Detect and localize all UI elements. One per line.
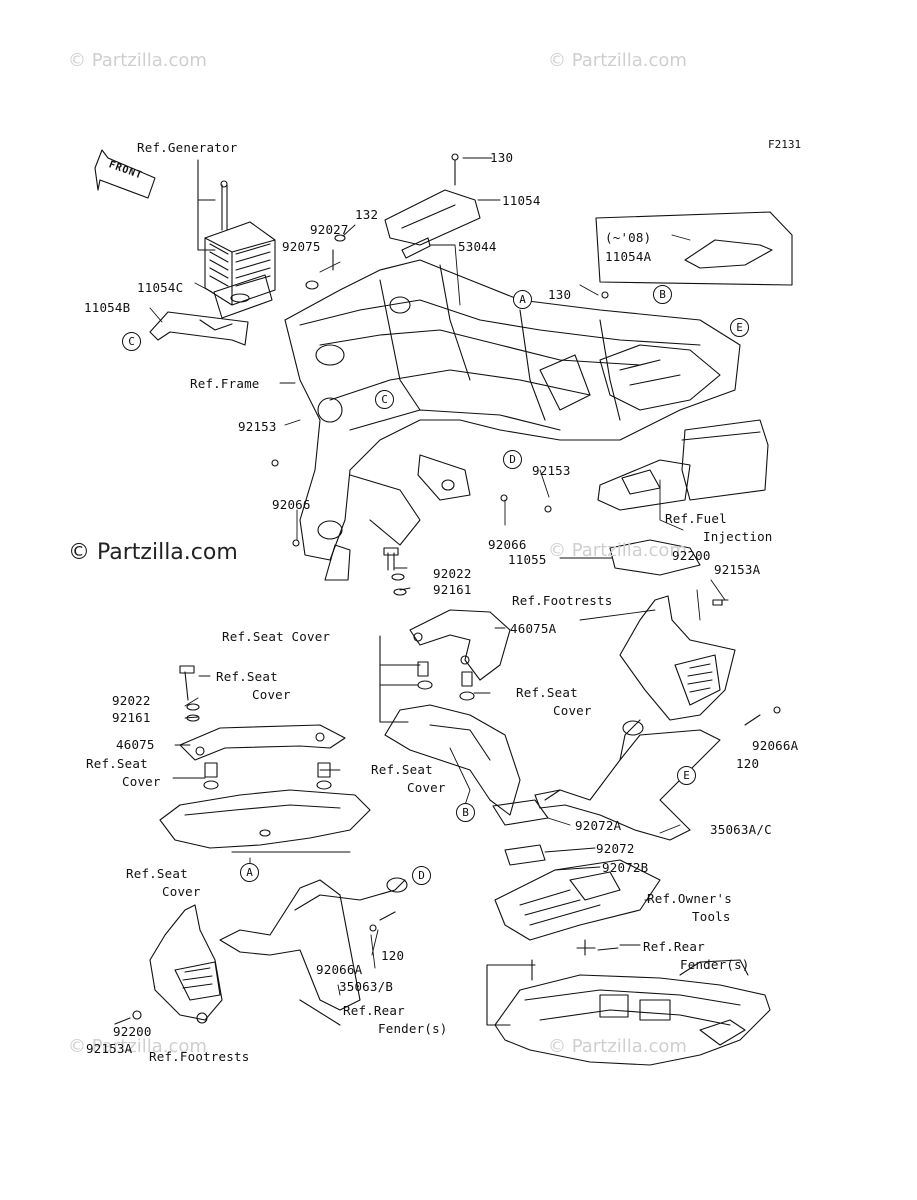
label-120-left: 120 bbox=[381, 948, 405, 963]
label-92022-left: 92022 bbox=[112, 693, 151, 708]
regulator-part bbox=[204, 180, 276, 319]
label-11054: 11054 bbox=[502, 193, 541, 208]
label-92072b: 92072B bbox=[602, 860, 649, 875]
label-92153a-bottom: 92153A bbox=[86, 1041, 133, 1056]
watermark-top-left: © Partzilla.com bbox=[68, 50, 207, 71]
label-ref-rear-fender-1a: Ref.Rear bbox=[343, 1003, 405, 1018]
label-ref-rear-fender-2a: Ref.Rear bbox=[643, 939, 705, 954]
label-92066-mid: 92066 bbox=[488, 537, 527, 552]
label-53044: 53044 bbox=[458, 239, 497, 254]
bracket-11054 bbox=[384, 153, 481, 259]
label-46075a: 46075A bbox=[510, 621, 557, 636]
ref-circle-c-mid: C bbox=[375, 390, 394, 409]
label-92153a-top: 92153A bbox=[714, 562, 761, 577]
bracket-11054b bbox=[149, 311, 249, 346]
label-120-right: 120 bbox=[736, 756, 760, 771]
spacers bbox=[383, 547, 475, 701]
label-ref-seat-cover-6a: Ref.Seat bbox=[126, 866, 188, 881]
label-ref-seat-cover-5b: Cover bbox=[407, 780, 446, 795]
main-frame bbox=[284, 259, 741, 581]
ref-circle-d-mid: D bbox=[503, 450, 522, 469]
label-35063ac: 35063A/C bbox=[710, 822, 772, 837]
label-ref-footrests-top: Ref.Footrests bbox=[512, 593, 613, 608]
inset-box bbox=[595, 211, 793, 286]
front-arrow-icon bbox=[94, 149, 156, 199]
part-11055 bbox=[609, 539, 701, 576]
ref-circle-e-bottom: E bbox=[677, 766, 696, 785]
label-ref-generator: Ref.Generator bbox=[137, 140, 238, 155]
fuel-injection-parts bbox=[597, 419, 769, 511]
label-ref-seat-cover-4b: Cover bbox=[122, 774, 161, 789]
label-ref-fuel-2: Injection bbox=[703, 529, 773, 544]
label-92027: 92027 bbox=[310, 222, 349, 237]
label-92161-left: 92161 bbox=[112, 710, 151, 725]
watermark-top-right: © Partzilla.com bbox=[548, 50, 687, 71]
label-92153-mid: 92153 bbox=[532, 463, 571, 478]
label-92072a: 92072A bbox=[575, 818, 622, 833]
label-132: 132 bbox=[355, 207, 379, 222]
watermark-middle: © Partzilla.com bbox=[68, 540, 238, 565]
label-ref-fuel-1: Ref.Fuel bbox=[665, 511, 727, 526]
label-92153-left: 92153 bbox=[238, 419, 277, 434]
label-92161-top: 92161 bbox=[433, 582, 472, 597]
label-92066-left: 92066 bbox=[272, 497, 311, 512]
label-130-mid: 130 bbox=[548, 287, 572, 302]
tool-kit bbox=[494, 859, 661, 941]
label-92072: 92072 bbox=[596, 841, 635, 856]
label-ref-seat-cover-6b: Cover bbox=[162, 884, 201, 899]
label-35063b: 35063/B bbox=[339, 979, 394, 994]
ref-circle-a-bottom: A bbox=[240, 863, 259, 882]
label-46075: 46075 bbox=[116, 737, 155, 752]
ref-circle-d-bottom: D bbox=[412, 866, 431, 885]
step-bracket-35063b bbox=[219, 877, 408, 1026]
figure-number: F2131 bbox=[768, 138, 802, 151]
label-ref-owners-2: Tools bbox=[692, 909, 731, 924]
label-ref-seat-cover-2b: Cover bbox=[553, 703, 592, 718]
bolts bbox=[114, 234, 781, 1025]
label-ref-seat-cover-3b: Cover bbox=[252, 687, 291, 702]
ref-circle-c-left: C bbox=[122, 332, 141, 351]
left-footrest bbox=[149, 904, 223, 1024]
label-ref-seat-cover-4a: Ref.Seat bbox=[86, 756, 148, 771]
left-rear-part bbox=[159, 789, 371, 853]
watermark-mid-right: © Partzilla.com bbox=[548, 540, 687, 561]
label-92200-bottom: 92200 bbox=[113, 1024, 152, 1039]
label-ref-frame: Ref.Frame bbox=[190, 376, 260, 391]
label-11055: 11055 bbox=[508, 552, 547, 567]
leader-lines bbox=[149, 157, 726, 996]
label-92022-top: 92022 bbox=[433, 566, 472, 581]
ref-circle-a-top: A bbox=[513, 290, 532, 309]
label-130-top: 130 bbox=[490, 150, 514, 165]
label-92200-top: 92200 bbox=[672, 548, 711, 563]
label-ref-seat-cover-5a: Ref.Seat bbox=[371, 762, 433, 777]
watermark-bottom-right: © Partzilla.com bbox=[548, 1036, 687, 1057]
label-ref-rear-fender-2b: Fender(s) bbox=[680, 957, 750, 972]
label-11054a: 11054A bbox=[605, 249, 652, 264]
label-ref-seat-cover-3a: Ref.Seat bbox=[216, 669, 278, 684]
label-ref-seat-cover-2a: Ref.Seat bbox=[516, 685, 578, 700]
label-11054b: 11054B bbox=[84, 300, 131, 315]
watermark-bottom-left: © Partzilla.com bbox=[68, 1036, 207, 1057]
ref-circle-b-top: B bbox=[653, 285, 672, 304]
label-ref-footrests-bottom: Ref.Footrests bbox=[149, 1049, 250, 1064]
grab-rail-46075 bbox=[179, 665, 346, 790]
ref-circle-e-top: E bbox=[730, 318, 749, 337]
label-92075: 92075 bbox=[282, 239, 321, 254]
label-92066a-right: 92066A bbox=[752, 738, 799, 753]
label-ref-owners-1: Ref.Owner's bbox=[647, 891, 732, 906]
label-ref-rear-fender-1b: Fender(s) bbox=[378, 1021, 448, 1036]
straps bbox=[492, 799, 549, 866]
rear-seat-bracket-mid bbox=[384, 704, 521, 816]
ref-circle-b-bottom: B bbox=[456, 803, 475, 822]
label-92066a-left: 92066A bbox=[316, 962, 363, 977]
label-inset-year: (~'08) bbox=[605, 230, 652, 245]
label-11054c: 11054C bbox=[137, 280, 184, 295]
label-ref-seat-cover-1: Ref.Seat Cover bbox=[222, 629, 331, 644]
rear-fender bbox=[494, 959, 771, 1066]
grab-rail-46075a bbox=[409, 609, 511, 681]
right-footrest bbox=[619, 595, 736, 721]
